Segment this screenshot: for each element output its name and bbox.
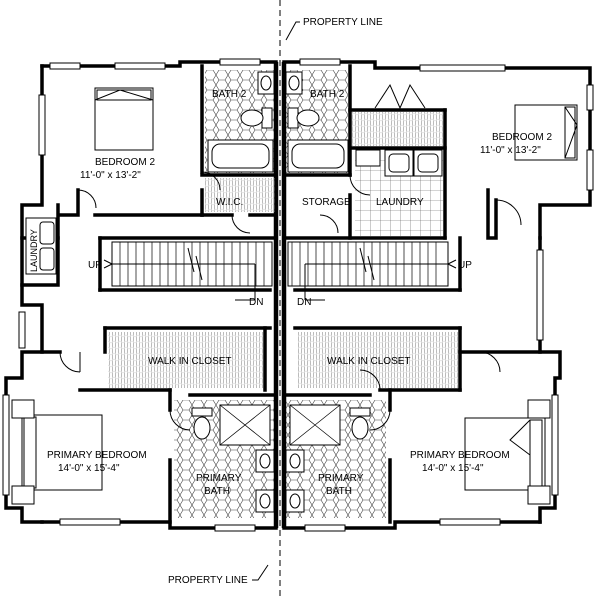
bathtubs: [207, 139, 349, 173]
right-bedroom2-label: BEDROOM 2: [492, 132, 552, 143]
party-wall: [273, 62, 287, 528]
primary-bedroom-right-dim: 14'-0" x 15'-4": [422, 463, 484, 474]
primary-bath-right-label-2: BATH: [326, 486, 352, 497]
walkin-closet-left-label: WALK IN CLOSET: [148, 356, 232, 367]
up-right-label: UP: [458, 260, 472, 271]
property-line: PROPERTY LINE PROPERTY LINE: [168, 0, 383, 600]
primary-bath-right-label-1: PRIMARY: [318, 473, 364, 484]
right-bedroom2-dim: 11'-0" x 13'-2": [480, 145, 541, 156]
dn-left-label: DN: [249, 297, 263, 308]
laundry-right-label: LAUNDRY: [376, 197, 424, 208]
up-left-label: UP: [88, 260, 102, 271]
property-line-label-bottom: PROPERTY LINE: [168, 575, 248, 586]
doors: [59, 83, 522, 431]
interior-walls: [20, 64, 542, 524]
room-labels: BEDROOM 2 11'-0" x 13'-2" BEDROOM 2 11'-…: [29, 89, 552, 497]
stairs-right: [287, 241, 457, 301]
left-bedroom2-dim: 11'-0" x 13'-2": [80, 170, 141, 181]
closet-areas: [108, 112, 458, 388]
showers: [219, 404, 341, 446]
beds: [11, 87, 578, 505]
left-bedroom2-label: BEDROOM 2: [95, 157, 155, 168]
stairs-left: [103, 241, 273, 301]
left-bath2-label: BATH 2: [212, 89, 247, 100]
walkin-closet-right-label: WALK IN CLOSET: [327, 356, 411, 367]
property-line-label-top: PROPERTY LINE: [303, 17, 383, 28]
primary-bedroom-left-label: PRIMARY BEDROOM: [47, 450, 147, 461]
toilets: [191, 107, 371, 440]
laundry-left-label: LAUNDRY: [29, 229, 39, 272]
wic-label: W.I.C.: [216, 197, 243, 208]
primary-bath-left-label-2: BATH: [204, 486, 230, 497]
sinks: [255, 71, 381, 513]
storage-label: STORAGE: [302, 197, 351, 208]
primary-bath-left-label-1: PRIMARY: [196, 473, 242, 484]
primary-bedroom-left-dim: 14'-0" x 15'-4": [58, 463, 120, 474]
dn-right-label: DN: [297, 297, 311, 308]
primary-bedroom-right-label: PRIMARY BEDROOM: [410, 450, 510, 461]
washer-dryer: [25, 149, 443, 275]
right-bath2-label: BATH 2: [310, 89, 345, 100]
windows: [2, 58, 594, 532]
